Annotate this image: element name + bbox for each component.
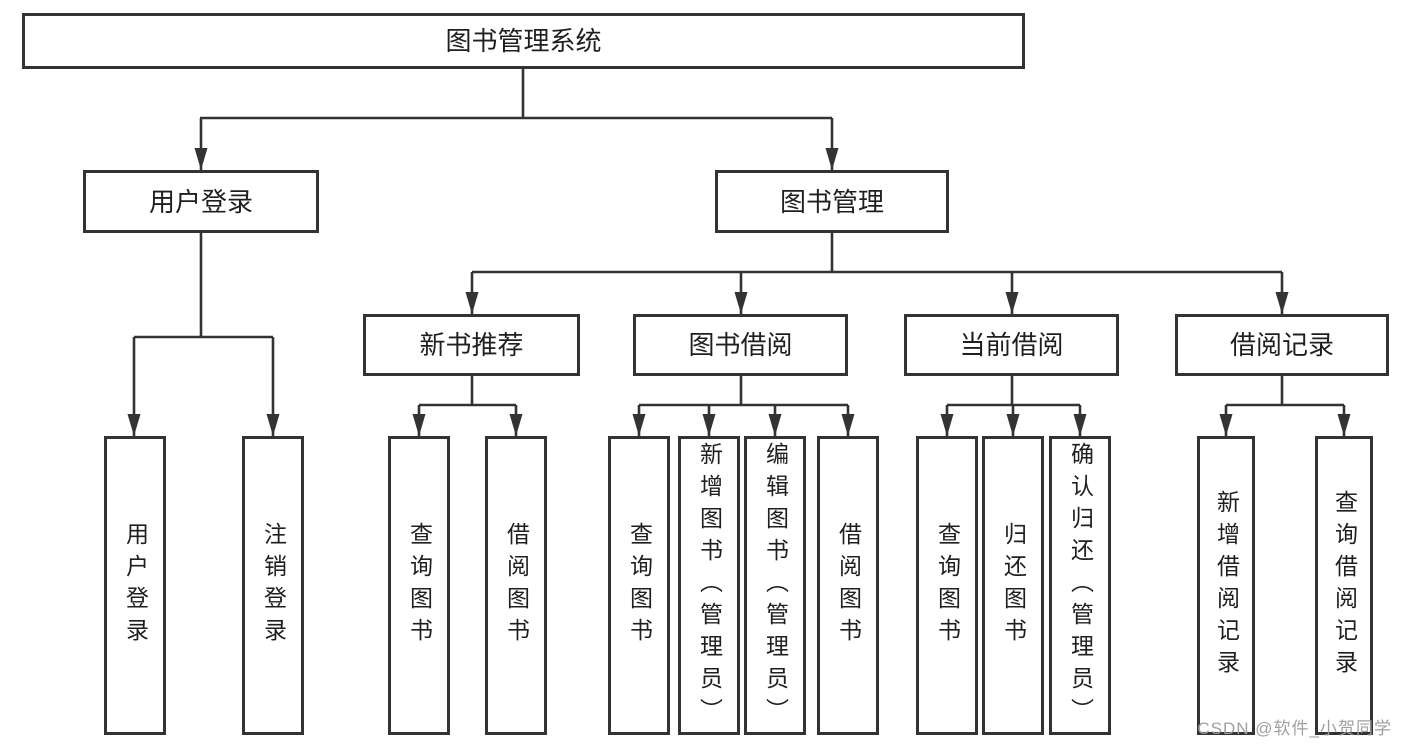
leaf-user-login: 用户登录 [104, 436, 166, 735]
node-book-management: 图书管理 [715, 170, 949, 233]
leaf-query-books-recommend: 查询图书 [388, 436, 450, 735]
leaf-query-borrow-record: 查询借阅记录 [1315, 436, 1373, 735]
node-book-borrowing: 图书借阅 [633, 314, 848, 376]
leaf-query-books-current: 查询图书 [916, 436, 978, 735]
leaf-add-borrow-record: 新增借阅记录 [1197, 436, 1255, 735]
node-new-book-recommendation: 新书推荐 [363, 314, 580, 376]
leaf-borrow-books-recommend: 借阅图书 [485, 436, 547, 735]
leaf-edit-book-admin: 编辑图书（管理员） [744, 436, 806, 735]
node-current-borrowing: 当前借阅 [904, 314, 1119, 376]
node-user-login: 用户登录 [83, 170, 319, 233]
node-library-management-system: 图书管理系统 [22, 13, 1025, 69]
leaf-query-books-borrowing: 查询图书 [608, 436, 670, 735]
leaf-logout: 注销登录 [242, 436, 304, 735]
csdn-watermark: CSDN @软件_小贺同学 [1197, 719, 1392, 738]
leaf-borrow-books-borrowing: 借阅图书 [817, 436, 879, 735]
leaf-add-book-admin: 新增图书（管理员） [678, 436, 740, 735]
leaf-confirm-return-admin: 确认归还（管理员） [1049, 436, 1111, 735]
node-borrowing-records: 借阅记录 [1175, 314, 1389, 376]
leaf-return-books: 归还图书 [982, 436, 1044, 735]
